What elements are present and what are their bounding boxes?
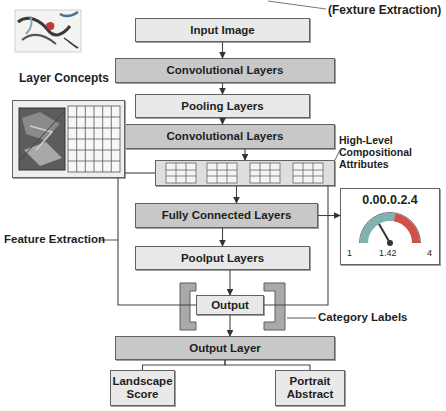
process-box: Fully Connected Layers <box>135 203 318 228</box>
flow-connector <box>143 360 226 370</box>
concept-panel: Layer Concepts <box>12 100 125 178</box>
node-title: Output <box>211 299 249 312</box>
flow-connector <box>225 360 310 370</box>
flow-connector <box>118 178 196 305</box>
node-title: Landscape Score <box>111 375 174 401</box>
gauge-symbol <box>360 212 421 246</box>
node-title: Input Image <box>190 24 255 37</box>
concept-grid <box>68 106 120 172</box>
rule-line <box>268 1 326 9</box>
flow-connector <box>229 315 230 336</box>
callout-label: Category Labels <box>318 311 407 323</box>
input-thumbnail <box>15 10 81 52</box>
flow-connector <box>222 228 223 246</box>
flow-connector <box>125 172 155 173</box>
node-title: Poolput Layers <box>181 252 264 265</box>
side-label: Feature Extraction <box>4 233 105 245</box>
flow-connector <box>264 186 328 305</box>
node-title: Pooling Layers <box>181 100 263 113</box>
attribute-band: High-Level Compositional Attributes <box>155 160 335 186</box>
node-title: 0.00.0.2.4 <box>341 193 439 207</box>
flow-connector <box>318 215 340 216</box>
scale-number: 1 <box>347 248 352 258</box>
process-box: Output Layer <box>115 336 335 360</box>
scale-number: 4 <box>427 248 432 258</box>
output-box: Output <box>196 295 264 315</box>
flow-connector <box>222 118 223 124</box>
process-box: Convolutional Layers <box>115 58 335 83</box>
process-box: Pooling Layers <box>135 94 310 118</box>
flow-connector <box>222 42 223 58</box>
leader-line <box>287 318 316 319</box>
node-title: Fully Connected Layers <box>162 209 292 222</box>
result-box: Portrait Abstract <box>275 370 345 406</box>
attribute-grids <box>166 163 323 183</box>
flow-connector <box>229 270 230 295</box>
node-title: Output Layer <box>189 342 261 355</box>
heading-label: (Fexture Extraction) <box>328 3 441 17</box>
flow-connector <box>222 83 223 94</box>
node-title: Convolutional Layers <box>167 130 284 143</box>
flow-connector <box>236 186 237 203</box>
node-title: Portrait Abstract <box>276 375 344 401</box>
process-box: Convolutional Layers <box>115 124 335 149</box>
node-title: Convolutional Layers <box>167 64 284 77</box>
node-title: Layer Concepts <box>19 72 109 85</box>
output-bracket <box>180 283 285 330</box>
concept-texture <box>19 108 65 170</box>
result-box: Landscape Score <box>110 370 175 406</box>
process-box: Poolput Layers <box>135 246 310 270</box>
gauge-panel: 0.00.0.2.4 1 1.42 4 <box>340 188 440 265</box>
flow-connector <box>244 149 245 160</box>
process-box: Input Image <box>135 18 310 42</box>
leader-line <box>335 150 340 160</box>
scale-number: 1.42 <box>379 248 397 258</box>
node-title: High-Level Compositional Attributes <box>339 135 443 170</box>
